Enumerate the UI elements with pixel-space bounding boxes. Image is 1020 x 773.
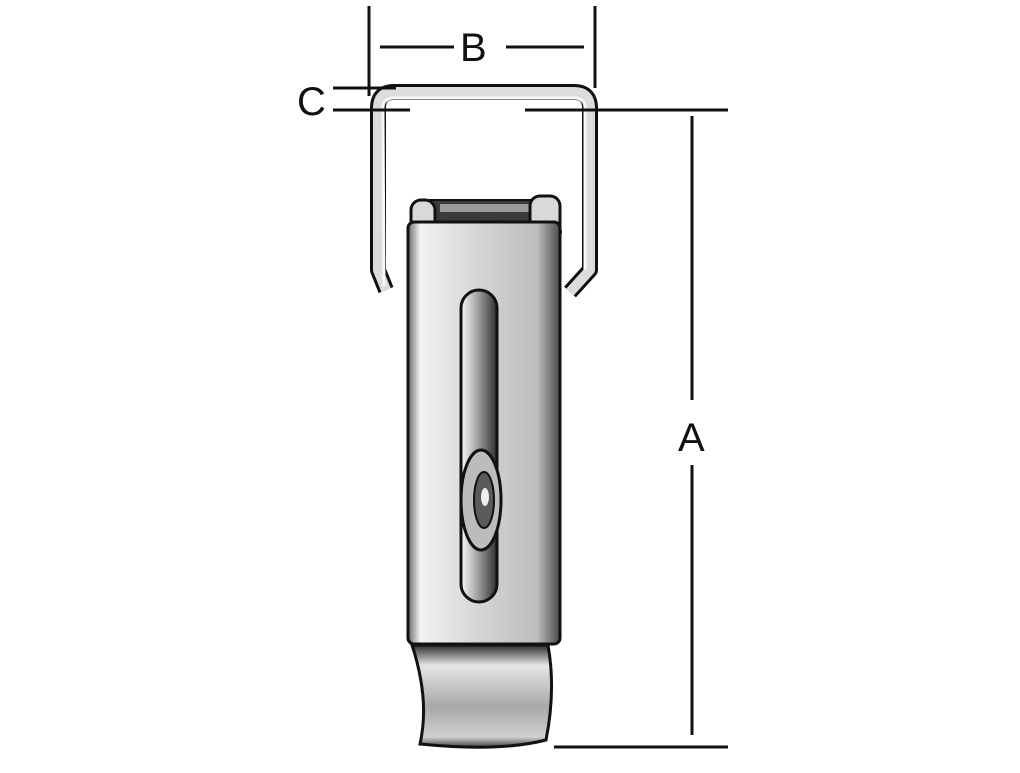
slot-and-rivet [459,288,503,604]
dimension-label-c: C [297,80,326,124]
dimension-label-a: A [678,416,705,460]
dimension-label-b: B [460,26,487,70]
dimension-lines [333,6,728,749]
wire-loop [370,84,598,298]
lever-tab [409,643,554,749]
